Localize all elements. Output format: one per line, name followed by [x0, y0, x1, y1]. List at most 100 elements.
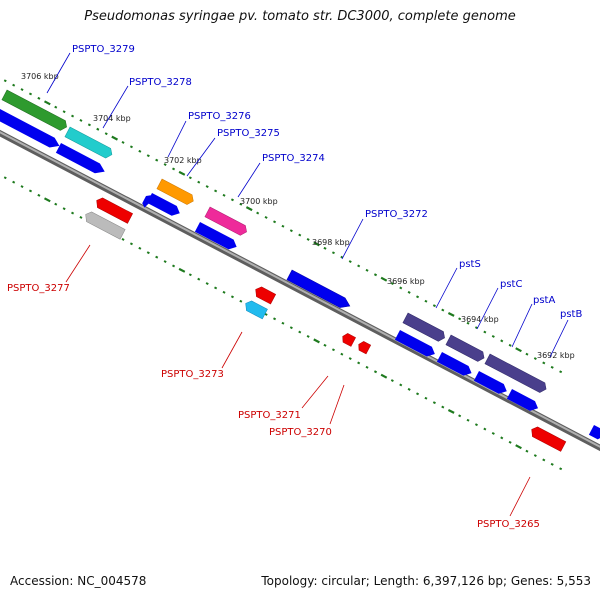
- tick-mark: [205, 282, 209, 285]
- tick-mark: [12, 180, 16, 184]
- tick-mark: [205, 185, 209, 188]
- tick-mark: [380, 373, 388, 379]
- gene-pstS[interactable]: [402, 312, 447, 343]
- tick-mark: [515, 347, 522, 353]
- tick-mark: [155, 255, 159, 259]
- cds-arrow[interactable]: [506, 389, 540, 414]
- tick-mark: [466, 321, 470, 325]
- tick-mark: [515, 444, 522, 450]
- gene-label[interactable]: pstC: [500, 279, 522, 290]
- tick-mark: [331, 348, 335, 352]
- tick-mark: [542, 458, 546, 462]
- tick-mark: [129, 242, 133, 246]
- cds-arrow[interactable]: [394, 330, 437, 359]
- cds-arrow[interactable]: [146, 193, 182, 219]
- tick-mark: [37, 193, 41, 197]
- tick-mark: [458, 414, 462, 418]
- tick-mark: [306, 335, 310, 338]
- scale-label: 3706 kbp: [21, 72, 59, 81]
- tick-mark: [424, 299, 428, 303]
- tick-mark: [138, 149, 142, 153]
- cds-arrow[interactable]: [55, 143, 107, 177]
- tick-mark: [331, 251, 335, 255]
- cds-arrow[interactable]: [141, 193, 153, 208]
- cds-track: [0, 108, 600, 441]
- tick-mark: [163, 163, 167, 166]
- tick-mark: [542, 361, 546, 365]
- gene-PSPTO_3279[interactable]: [1, 89, 69, 132]
- gene-label[interactable]: PSPTO_3274: [262, 153, 325, 164]
- tick-mark: [43, 197, 51, 203]
- tick-mark: [214, 286, 218, 290]
- gene-PSPTO_3277[interactable]: [83, 210, 126, 240]
- gene-label[interactable]: PSPTO_3279: [72, 44, 135, 55]
- tick-mark: [62, 207, 66, 211]
- gene-label[interactable]: PSPTO_3270: [269, 427, 332, 438]
- tick-mark: [365, 268, 369, 272]
- tick-mark: [256, 211, 260, 215]
- genome-backbone-highlight: [0, 131, 600, 448]
- gene-label[interactable]: PSPTO_3271: [238, 410, 301, 421]
- tick-mark: [416, 392, 420, 396]
- cds-arrow[interactable]: [0, 108, 62, 151]
- tick-mark: [239, 202, 243, 206]
- tick-mark: [289, 229, 293, 233]
- tick-mark: [273, 220, 277, 224]
- gene-label[interactable]: PSPTO_3277: [7, 283, 70, 294]
- tick-mark: [146, 251, 150, 255]
- gene-PSPTO_3272[interactable]: [286, 269, 352, 311]
- tick-mark: [357, 361, 361, 365]
- tick-mark: [245, 206, 253, 212]
- tick-mark: [424, 396, 428, 400]
- gene-label[interactable]: PSPTO_3278: [129, 77, 192, 88]
- gene-label[interactable]: PSPTO_3276: [188, 111, 251, 122]
- cds-arrow[interactable]: [473, 371, 509, 397]
- tick-mark: [348, 260, 352, 263]
- tick-mark: [43, 100, 51, 106]
- tick-mark: [214, 189, 218, 193]
- gene-PSPTO_3276[interactable]: [156, 178, 196, 206]
- gene-label[interactable]: PSPTO_3272: [365, 209, 428, 220]
- gene-PSPTO_3265[interactable]: [529, 425, 567, 452]
- tick-mark: [178, 267, 186, 273]
- gene-PSPTO_3271[interactable]: [340, 332, 356, 347]
- gene-pstA[interactable]: [484, 353, 549, 394]
- tick-mark: [121, 238, 125, 241]
- tick-mark: [3, 79, 7, 83]
- gene-label[interactable]: PSPTO_3273: [161, 369, 224, 380]
- tick-mark: [3, 176, 7, 180]
- cds-arrow[interactable]: [588, 425, 600, 441]
- gene-PSPTO_3277-red[interactable]: [94, 196, 133, 224]
- tick-mark: [172, 167, 176, 171]
- tick-mark: [281, 224, 285, 228]
- tick-mark: [230, 198, 234, 202]
- gene-PSPTO_3273-red[interactable]: [253, 285, 277, 305]
- tick-mark: [458, 317, 462, 321]
- tick-mark: [71, 211, 75, 215]
- gene-PSPTO_3274[interactable]: [204, 206, 249, 237]
- cds-arrow[interactable]: [194, 222, 239, 252]
- gene-pstC[interactable]: [445, 334, 487, 363]
- tick-mark: [399, 383, 403, 387]
- tick-mark: [399, 286, 403, 290]
- cds-arrow[interactable]: [436, 352, 474, 378]
- gene-PSPTO_3273[interactable]: [243, 299, 268, 320]
- tick-mark: [365, 365, 369, 369]
- tick-mark: [54, 105, 58, 109]
- gene-label[interactable]: PSPTO_3265: [477, 519, 540, 530]
- tick-mark: [20, 185, 24, 188]
- scale-labels: 3706 kbp 3704 kbp 3702 kbp 3700 kbp 3698…: [21, 72, 575, 360]
- gene-PSPTO_3270[interactable]: [356, 340, 372, 355]
- tick-mark: [281, 321, 285, 325]
- gene-label[interactable]: pstA: [533, 295, 555, 306]
- tick-mark: [37, 96, 41, 100]
- tick-mark: [96, 127, 100, 131]
- tick-mark: [357, 264, 361, 268]
- gene-label[interactable]: pstS: [459, 259, 481, 270]
- gene-label[interactable]: PSPTO_3275: [217, 128, 280, 139]
- gene-label[interactable]: pstB: [560, 309, 582, 320]
- gene-PSPTO_3278[interactable]: [64, 126, 114, 160]
- scale-label: 3702 kbp: [164, 156, 202, 165]
- tick-mark: [289, 326, 293, 330]
- tick-mark: [111, 135, 119, 141]
